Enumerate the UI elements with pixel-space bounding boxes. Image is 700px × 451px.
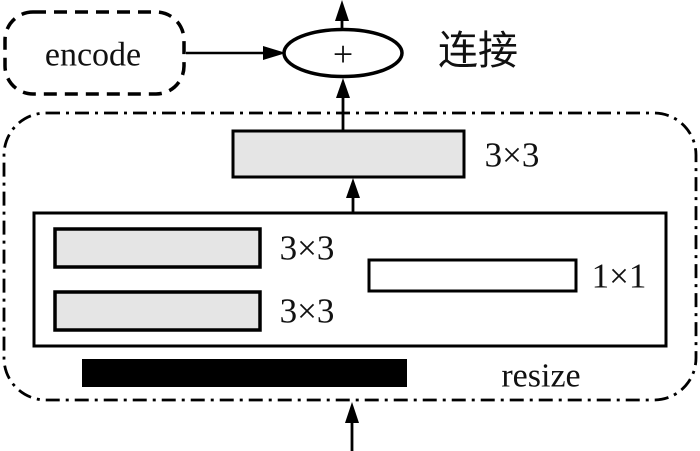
branch-to-conv-arrow: [346, 178, 360, 212]
branch-conv2-box: [53, 290, 262, 332]
resize-label: resize: [501, 358, 580, 395]
concat-annotation: 连接: [438, 28, 518, 74]
resize-bar: [82, 359, 407, 387]
branch-conv2-label: 3×3: [280, 292, 335, 331]
branch-conv3-label: 1×1: [592, 257, 647, 296]
fusion-module-container: [2, 111, 698, 402]
conv-to-fusion-arrow: [336, 78, 350, 131]
encode-box: [3, 10, 186, 96]
plus-symbol: +: [333, 34, 353, 74]
fusion-plus-node: [282, 27, 404, 79]
input-arrow: [345, 402, 359, 451]
output-arrow: [335, 0, 349, 29]
branch-conv1-box: [53, 227, 262, 269]
branch-conv1-label: 3×3: [280, 229, 335, 268]
top-conv-label: 3×3: [485, 136, 540, 175]
encode-to-fusion-arrow: [186, 46, 286, 60]
top-conv-box: [231, 129, 466, 179]
encode-label: encode: [45, 37, 141, 74]
branch-conv3-box: [367, 258, 578, 293]
